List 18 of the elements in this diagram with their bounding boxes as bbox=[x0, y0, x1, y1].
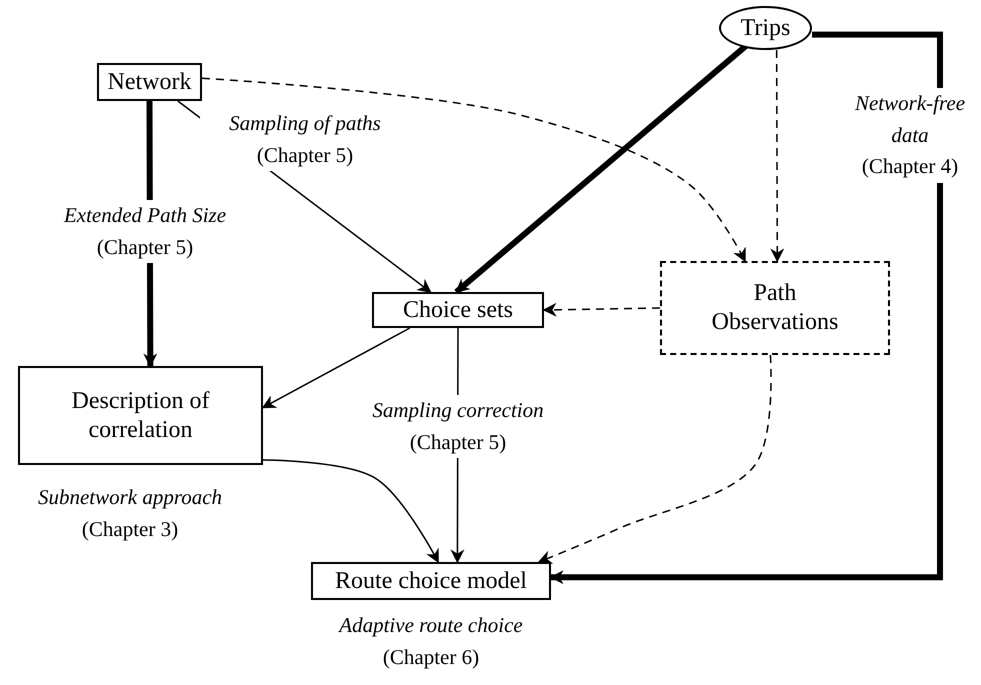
arrow bbox=[542, 302, 660, 317]
node-label: Description of correlation bbox=[70, 386, 210, 444]
process-box bbox=[311, 562, 551, 600]
node-label: Choice sets bbox=[403, 296, 513, 324]
arrow bbox=[262, 327, 410, 408]
node-label: Trips bbox=[740, 14, 790, 42]
node-label: Route choice model bbox=[335, 566, 527, 596]
dashed-box bbox=[660, 261, 890, 355]
arrow bbox=[550, 32, 943, 584]
process-box bbox=[18, 366, 263, 465]
process-box bbox=[97, 63, 202, 101]
arrow bbox=[263, 459, 439, 564]
arrow bbox=[538, 354, 772, 564]
process-box bbox=[372, 292, 544, 328]
arrow bbox=[202, 77, 746, 262]
node-label: Path Observations bbox=[710, 279, 840, 337]
node-label: Network bbox=[108, 68, 192, 96]
arrow bbox=[770, 50, 784, 262]
